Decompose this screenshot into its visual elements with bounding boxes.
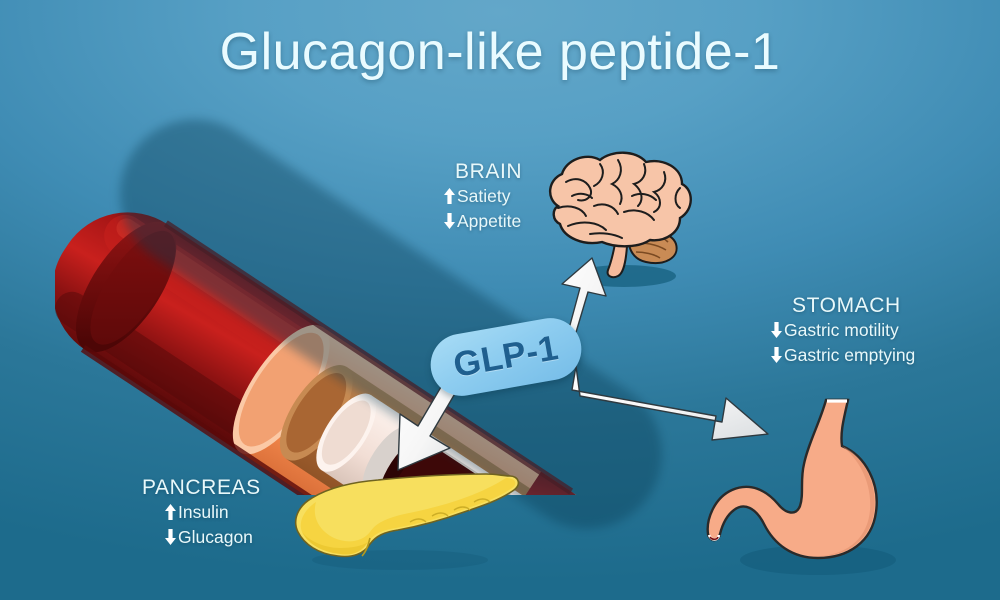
brain-sulci [557, 159, 681, 239]
pancreas-illustration [294, 473, 520, 570]
stomach-effect-text: Gastric motility [784, 320, 899, 340]
stomach-shadow [740, 545, 896, 575]
brain-effect-row: Satiety [443, 184, 522, 209]
brainstem [606, 236, 629, 279]
brain-heading: BRAIN [455, 160, 523, 183]
pancreas-heading: PANCREAS [142, 476, 261, 499]
pancreas-effects: Insulin Glucagon [164, 500, 261, 550]
stomach-effect-row: Gastric motility [770, 318, 915, 343]
stomach-effect-text: Gastric emptying [784, 344, 916, 365]
pancreas-lobules [409, 498, 491, 523]
brain-effect-text: Appetite [457, 210, 522, 231]
arrow-to-stomach-icon [571, 365, 769, 441]
pancreas-effect-text: Insulin [178, 502, 229, 522]
arrow-down-icon [164, 528, 177, 546]
arrow-up-icon [164, 503, 177, 521]
brain-effects: Satiety Appetite [443, 184, 522, 234]
pancreas-effect-row: Glucagon [164, 525, 261, 550]
brain-effect-text: Satiety [457, 186, 511, 206]
arrow-down-icon [443, 212, 456, 230]
stomach-body [706, 398, 878, 560]
brain-label-group: BRAIN Satiety Appetite [443, 160, 522, 234]
arrow-up-icon [443, 187, 456, 205]
stomach-effect-row: Gastric emptying [770, 343, 915, 368]
pancreas-label-group: PANCREAS Insulin Glucagon [142, 476, 261, 550]
pancreas-effect-text: Glucagon [178, 526, 253, 547]
stomach-effects: Gastric motility Gastric emptying [770, 318, 915, 368]
arrow-down-icon [770, 346, 783, 364]
page-title: Glucagon-like peptide-1 [219, 23, 781, 81]
stomach-illustration [706, 398, 896, 575]
stomach-label-group: STOMACH Gastric motility Gastric emptyin… [770, 294, 915, 368]
stomach-heading: STOMACH [792, 294, 901, 317]
brain-effect-row: Appetite [443, 209, 522, 234]
pancreas-effect-row: Insulin [164, 500, 261, 525]
arrow-down-icon [770, 321, 783, 339]
